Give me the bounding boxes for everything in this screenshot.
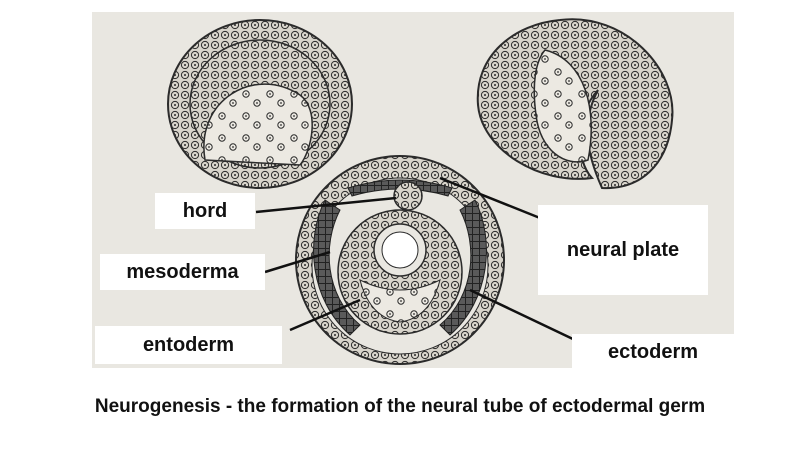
- ectoderm-text: ectoderm: [607, 340, 699, 363]
- hord-pointer: [255, 196, 397, 214]
- embryo-top-right: [476, 18, 674, 190]
- figure-caption: Neurogenesis - the formation of the neur…: [94, 396, 706, 417]
- mesoderma-pointer: [264, 250, 331, 274]
- label-neural-plate: neural plate: [538, 205, 708, 295]
- label-entoderm: entoderm: [95, 326, 282, 364]
- label-mesoderma: mesoderma: [100, 254, 265, 290]
- mesoderma-text: mesoderma: [126, 260, 239, 283]
- entoderm-text: entoderm: [142, 333, 235, 356]
- label-ectoderm: ectoderm: [572, 334, 734, 370]
- embryo-cross-section: [295, 155, 505, 365]
- pointer-lines: [255, 176, 576, 342]
- label-hord: hord: [155, 193, 255, 229]
- neural-plate-text: neural plate: [566, 238, 680, 261]
- embryo-top-left: [167, 19, 353, 189]
- entoderm-pointer: [289, 298, 361, 332]
- neural-plate-pointer: [439, 176, 541, 220]
- hord-text: hord: [182, 199, 228, 222]
- ectoderm-pointer: [469, 288, 576, 342]
